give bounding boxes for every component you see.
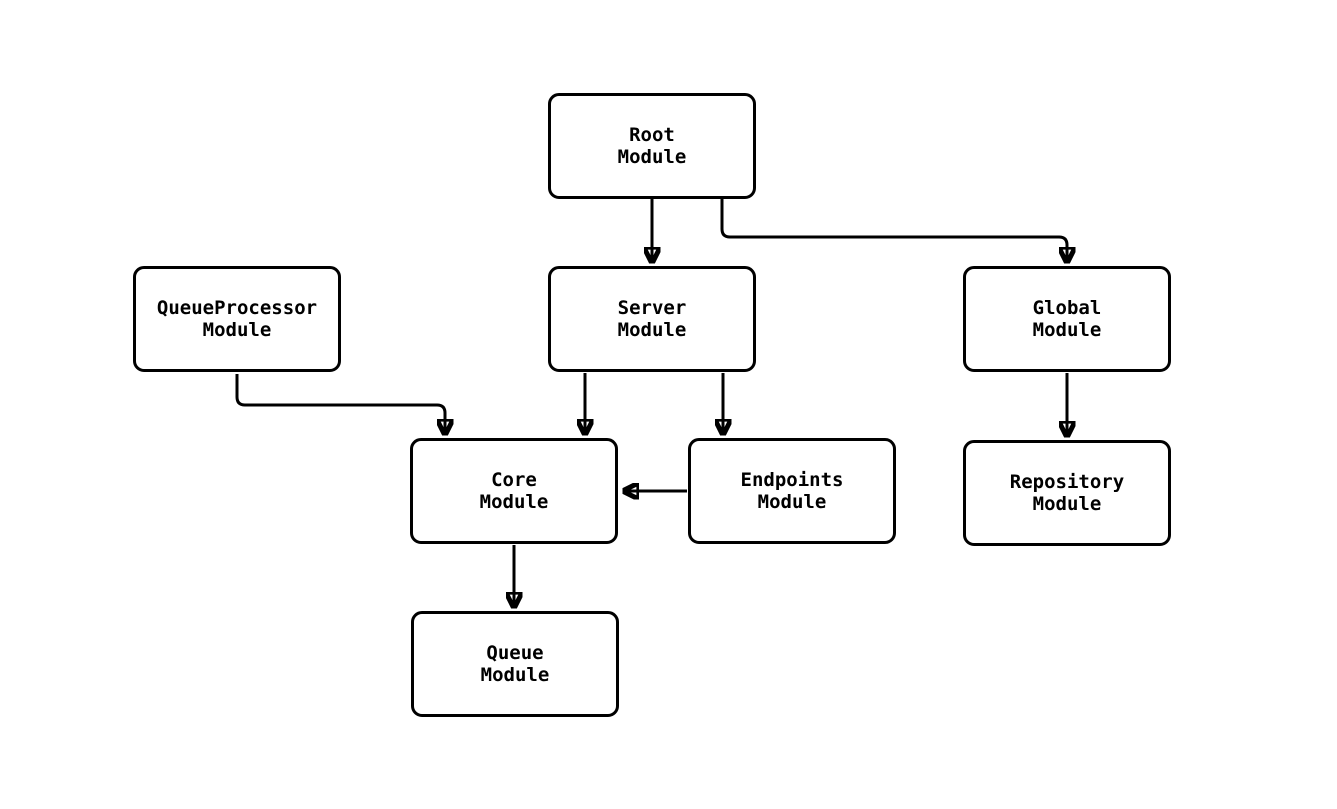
node-queueprocessor-module: QueueProcessor Module <box>133 266 341 372</box>
node-repository-module-label: Repository Module <box>1009 471 1125 515</box>
node-global-module: Global Module <box>963 266 1171 372</box>
node-repository-module: Repository Module <box>963 440 1171 546</box>
node-queue-module-label: Queue Module <box>480 642 550 686</box>
node-core-module: Core Module <box>410 438 618 544</box>
node-queueprocessor-module-label: QueueProcessor Module <box>156 297 318 341</box>
edge-root-to-global <box>720 199 1067 262</box>
node-server-module: Server Module <box>548 266 756 372</box>
node-queue-module: Queue Module <box>411 611 619 717</box>
node-endpoints-module: Endpoints Module <box>688 438 896 544</box>
node-server-module-label: Server Module <box>617 297 687 341</box>
node-root-module: Root Module <box>548 93 756 199</box>
node-endpoints-module-label: Endpoints Module <box>740 469 844 513</box>
node-global-module-label: Global Module <box>1032 297 1102 341</box>
node-core-module-label: Core Module <box>479 469 549 513</box>
edge-queueprocessor-to-core <box>235 374 445 434</box>
node-root-module-label: Root Module <box>617 124 687 168</box>
